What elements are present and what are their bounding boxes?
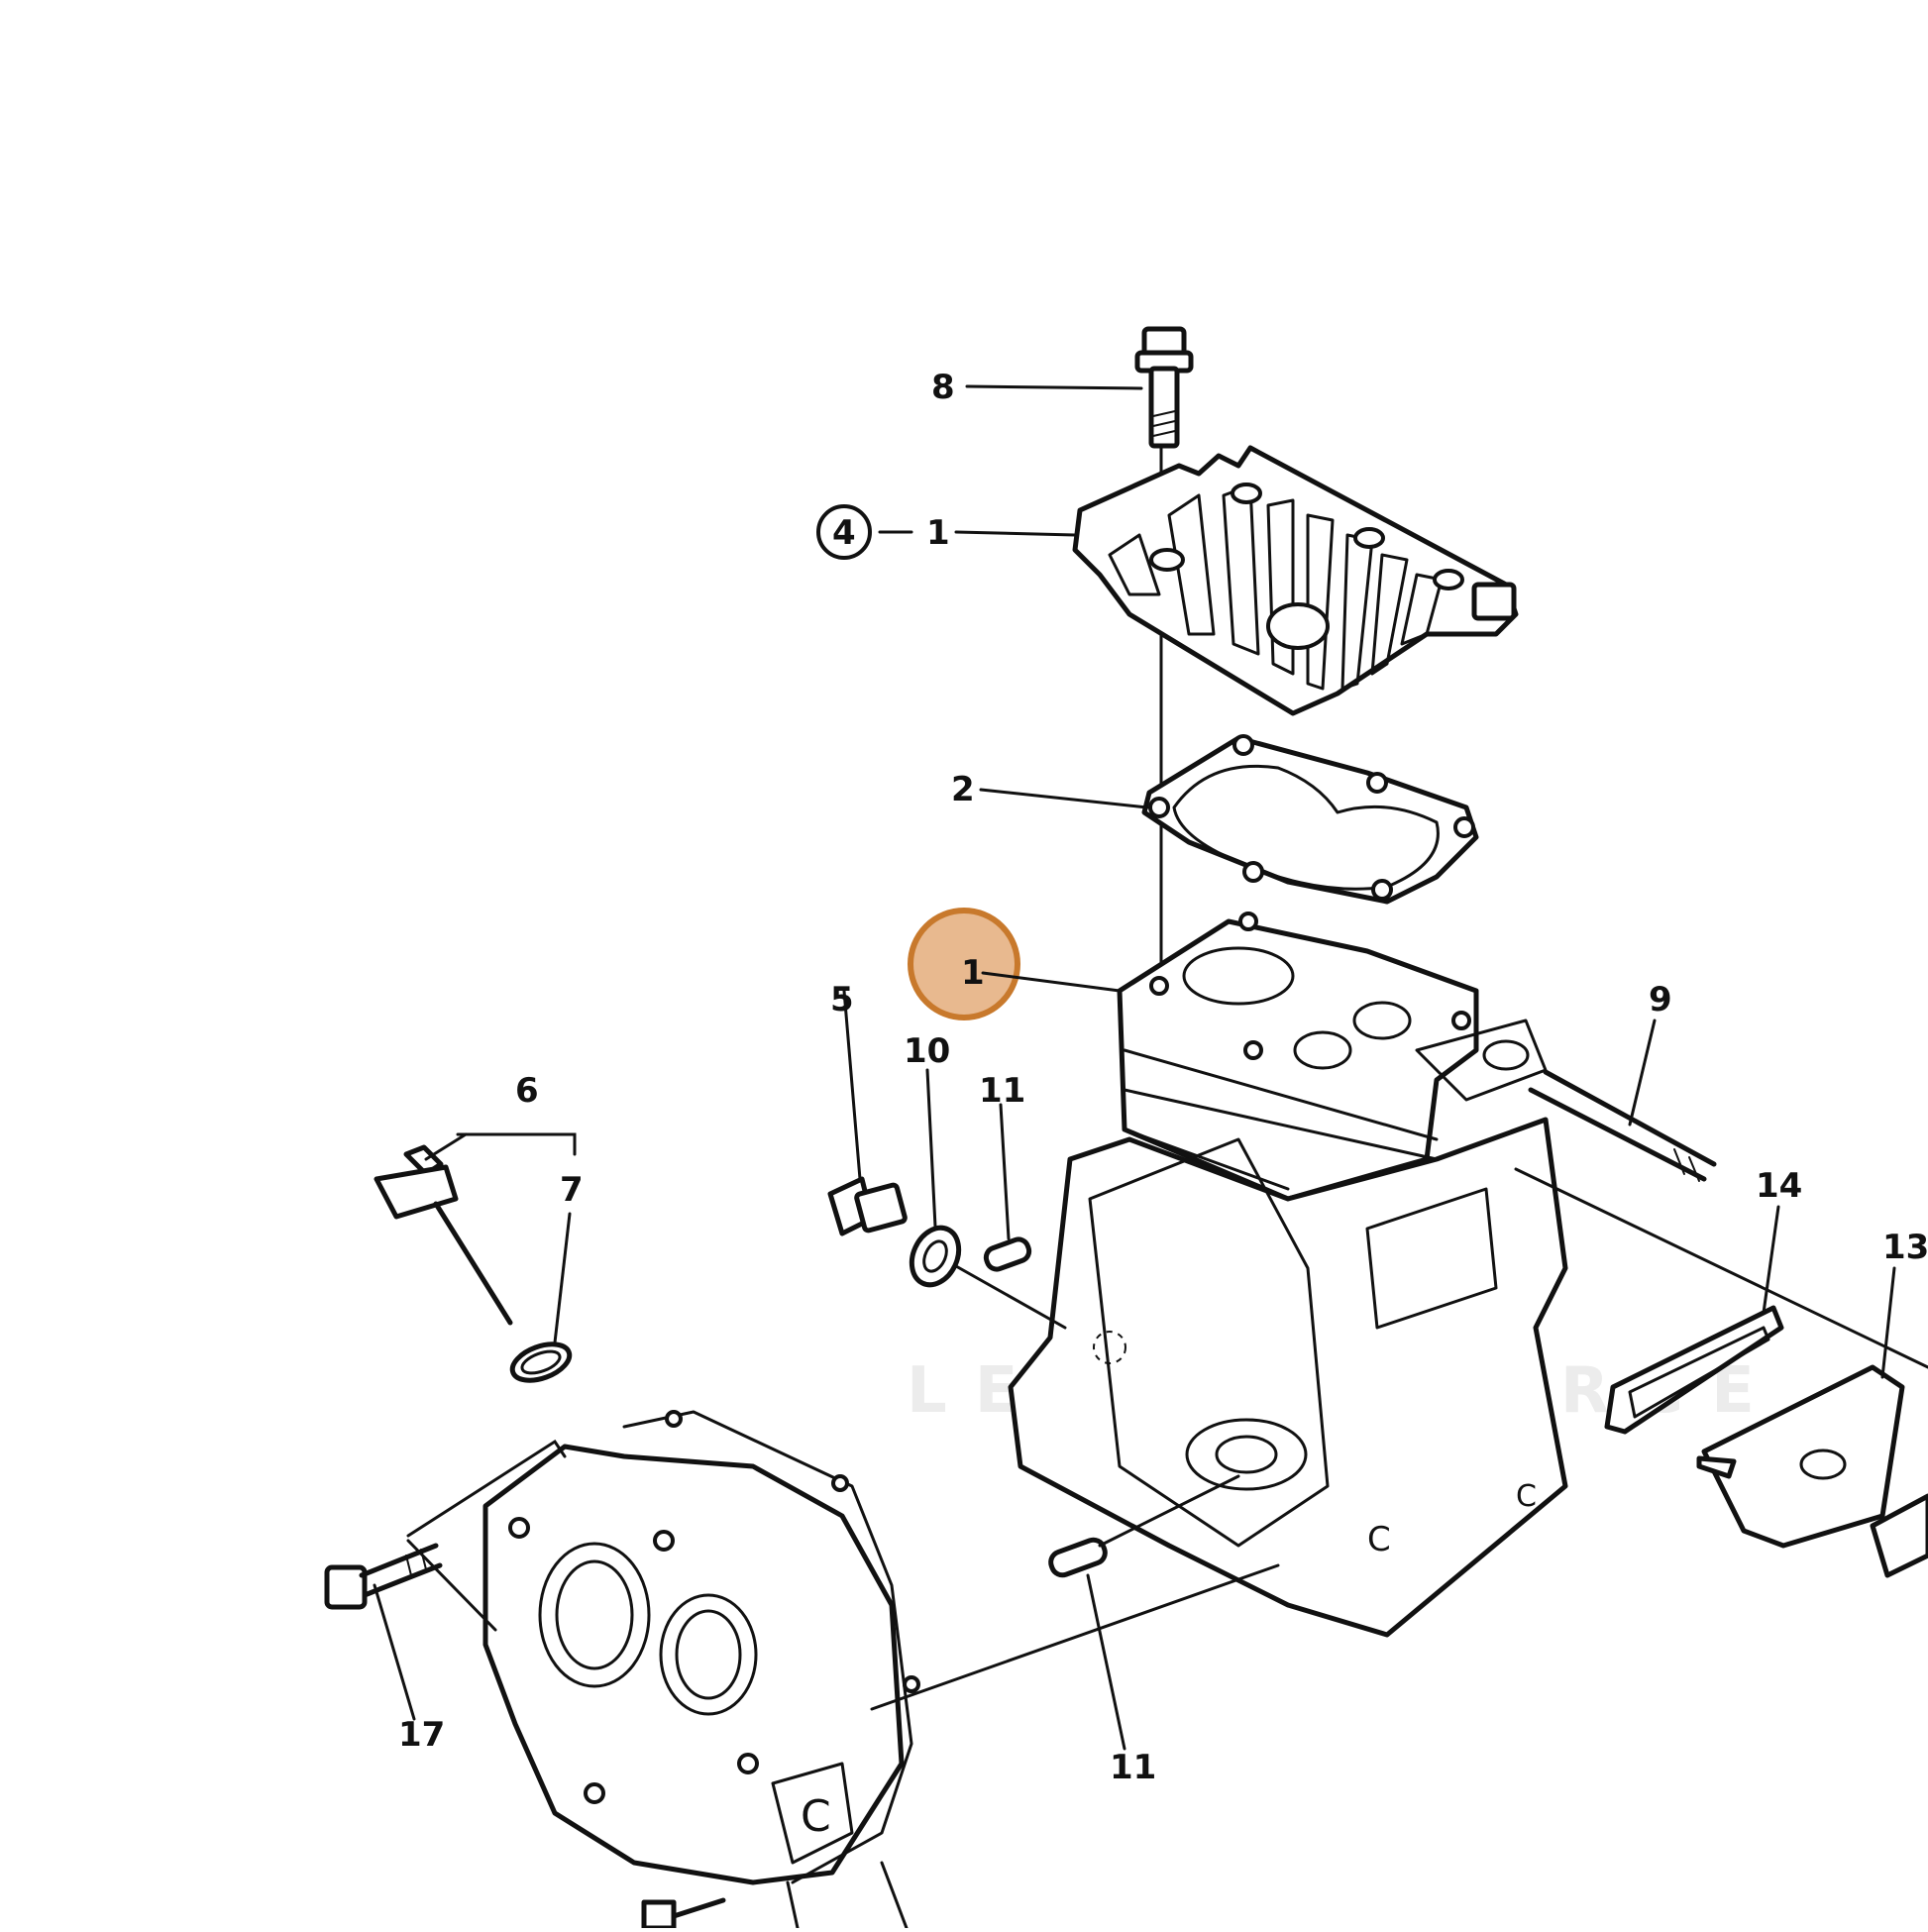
svg-text:C: C — [801, 1791, 831, 1842]
label-gasket: 2 — [951, 770, 975, 809]
drain-plug — [827, 1176, 908, 1236]
label-head-ref-circle: 4 — [832, 513, 856, 553]
label-oring: 7 — [560, 1170, 584, 1210]
label-stud: 9 — [1649, 980, 1672, 1020]
svg-text:C: C — [1367, 1520, 1391, 1559]
head-gasket — [1141, 734, 1479, 905]
leader-washer — [925, 1068, 937, 1229]
leader-dipstick-bracket — [456, 1132, 577, 1156]
label-washer: 10 — [904, 1031, 950, 1071]
label-bolt-lower: 17 — [398, 1715, 445, 1755]
leader-offscreen — [880, 1861, 909, 1930]
alignment-line-washer — [954, 1264, 1067, 1330]
leader-stud — [1628, 1019, 1657, 1127]
leader-lower-bolt — [373, 1583, 416, 1721]
label-gasket-side: 14 — [1756, 1166, 1802, 1206]
gearcase-cover: C — [482, 1410, 920, 1885]
leader-side-cover — [1880, 1266, 1896, 1379]
offscreen-bolt — [641, 1897, 726, 1931]
leader-cylinder — [981, 971, 1122, 993]
alignment-line-dowel — [1098, 1474, 1240, 1548]
label-cover-side: 13 — [1882, 1228, 1928, 1267]
leader-bolt — [965, 384, 1143, 390]
svg-text:C: C — [1516, 1479, 1537, 1514]
leader-gasket — [979, 788, 1149, 809]
highlight-marker[interactable] — [908, 908, 1020, 1020]
leader-o-ring — [553, 1212, 572, 1344]
cylinder-head — [1072, 445, 1519, 716]
label-head-ref-dash: 1 — [926, 513, 950, 553]
cylinder-block: C C — [1008, 912, 1568, 1638]
leader-drain-plug — [842, 989, 862, 1181]
leader-cover-bracket — [406, 1439, 567, 1538]
offscreen-part — [1870, 1493, 1928, 1578]
leader-side-gasket — [1762, 1205, 1780, 1315]
label-cylinder-highlight: 1 — [961, 953, 985, 993]
leader-cover-dash — [406, 1539, 497, 1632]
head-bolt — [1134, 326, 1194, 449]
leader-lower-dowel — [1086, 1573, 1126, 1751]
label-bolt: 8 — [931, 368, 955, 407]
o-ring — [509, 1342, 573, 1383]
label-dowel-lower: 11 — [1110, 1748, 1156, 1787]
side-cover — [1696, 1364, 1905, 1549]
side-gasket — [1604, 1305, 1784, 1435]
stud — [1528, 1069, 1717, 1182]
reference-circle — [816, 504, 872, 560]
label-dipstick-group: 6 — [515, 1071, 539, 1111]
dipstick — [374, 1144, 513, 1326]
alignment-line-side — [1514, 1167, 1928, 1369]
label-dowel-upper: 11 — [979, 1071, 1025, 1111]
upper-dowel — [983, 1236, 1032, 1272]
label-drain-plug: 5 — [830, 980, 854, 1020]
leader-offscreen-2 — [786, 1880, 800, 1930]
leader-head — [954, 530, 1077, 537]
leader-upper-dowel — [999, 1103, 1011, 1240]
alignment-line-lower — [870, 1563, 1280, 1711]
lower-dowel — [1048, 1537, 1108, 1578]
washer — [909, 1225, 962, 1288]
leader-dipstick — [424, 1132, 468, 1161]
